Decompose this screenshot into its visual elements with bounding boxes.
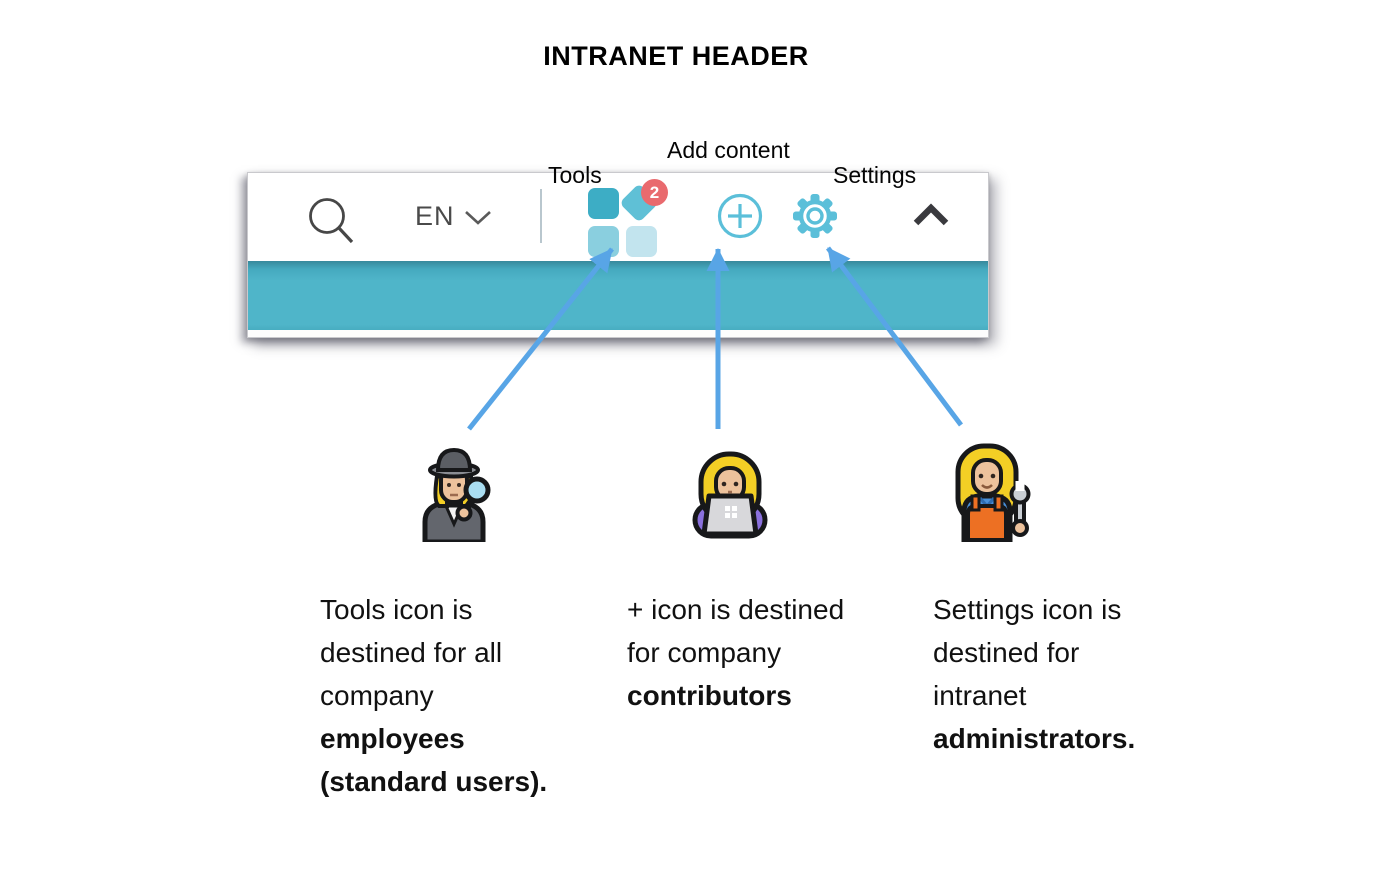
persona-text-line: Settings icon is xyxy=(933,594,1122,625)
persona-text-line: for company xyxy=(627,637,782,668)
persona-description-employees: Tools icon is destined for all company empl… xyxy=(320,588,590,803)
page-title: INTRANET HEADER xyxy=(543,41,809,71)
tools-tile-icon xyxy=(626,226,657,257)
woman-detective-emoji xyxy=(422,448,491,542)
persona-text-line: employees xyxy=(320,723,465,754)
woman-technologist-emoji xyxy=(692,451,768,539)
tools-button[interactable]: 2 xyxy=(588,178,669,258)
woman-mechanic-emoji xyxy=(955,443,1031,542)
callout-label-add-content: Add content xyxy=(667,137,790,163)
notification-badge: 2 xyxy=(641,179,668,206)
persona-text-line: destined for xyxy=(933,637,1080,668)
add-content-button[interactable] xyxy=(716,192,764,240)
callout-label-tools: Tools xyxy=(548,162,602,188)
collapse-chevron-up-button[interactable] xyxy=(912,203,950,227)
language-selector[interactable]: EN xyxy=(415,201,455,231)
intranet-header-bar: EN 2 xyxy=(247,172,989,338)
settings-gear-icon[interactable] xyxy=(790,191,840,241)
persona-text-line: Tools icon is xyxy=(320,594,473,625)
persona-text-line: + icon is destined xyxy=(627,594,845,625)
search-icon[interactable] xyxy=(307,196,357,248)
header-accent-bar xyxy=(248,261,988,330)
persona-text-line: administrators. xyxy=(933,723,1136,754)
persona-text-line: company xyxy=(320,680,434,711)
persona-text-line: intranet xyxy=(933,680,1027,711)
persona-text-line: contributors xyxy=(627,680,792,711)
persona-text-line: (standard users). xyxy=(320,766,548,797)
header-divider xyxy=(540,189,542,243)
header-bottom-strip xyxy=(248,330,988,337)
callout-label-settings: Settings xyxy=(833,162,917,188)
persona-description-contributors: + icon is destined for company contributor… xyxy=(627,588,907,717)
persona-text-line: destined for all xyxy=(320,637,503,668)
chevron-down-icon[interactable] xyxy=(464,209,492,227)
tools-tile-icon xyxy=(588,226,619,257)
persona-description-administrators: Settings icon is destined for intranet admi… xyxy=(933,588,1193,760)
tools-tile-icon xyxy=(588,188,619,219)
